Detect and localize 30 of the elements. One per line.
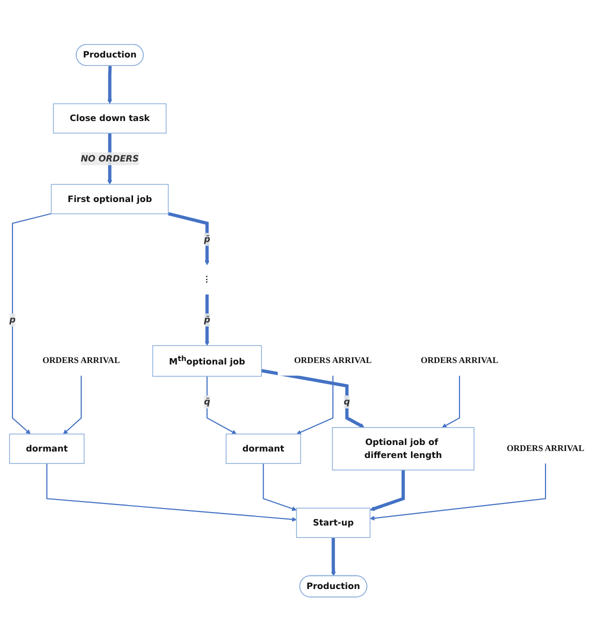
arrow — [46, 464, 297, 522]
arrow — [63, 376, 82, 435]
node-text: ORDERS ARRIVAL — [506, 444, 584, 454]
edge-label: p — [9, 314, 16, 326]
node-box: M$^{th}$optional job — [152, 346, 262, 378]
arrow — [107, 66, 112, 104]
edge-label: NO ORDERS — [80, 154, 139, 164]
edge-label: p̄ — [204, 314, 210, 326]
arrow — [331, 538, 336, 577]
node-text: ORDERS ARRIVAL — [42, 356, 120, 366]
node-text: ⋮ — [202, 275, 212, 284]
node-box: dormant — [226, 434, 302, 464]
arrow — [12, 213, 52, 435]
edge-label: q̄ — [204, 396, 210, 408]
node-box: Optional job of different length — [332, 427, 474, 471]
edge-label: p̄ — [204, 234, 210, 245]
node-box: Start-up — [296, 508, 370, 538]
arrow — [261, 369, 365, 428]
arrow — [204, 294, 210, 346]
arrow — [296, 376, 334, 435]
node-box: Close down task — [53, 104, 167, 134]
arrow — [262, 464, 297, 512]
arrow — [442, 376, 460, 428]
node-box: dormant — [9, 434, 85, 464]
arrow — [370, 470, 405, 512]
edge-label: q — [344, 396, 350, 408]
arrow — [168, 212, 210, 266]
node-text: ORDERS ARRIVAL — [420, 356, 498, 366]
arrow — [370, 464, 546, 521]
node-box: First optional job — [50, 184, 169, 215]
